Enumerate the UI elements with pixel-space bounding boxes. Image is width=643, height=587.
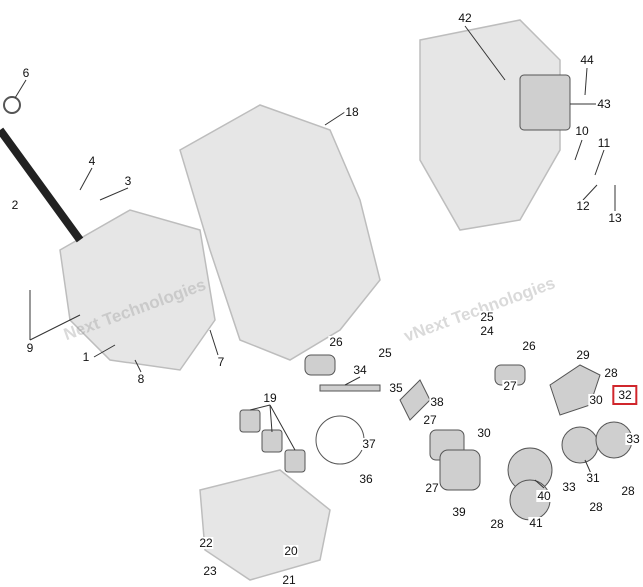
callout-27: 27	[424, 481, 440, 495]
callout-30: 30	[476, 426, 492, 440]
callout-30: 30	[588, 393, 604, 407]
callout-4: 4	[87, 154, 97, 168]
callout-41: 41	[528, 516, 544, 530]
housing-29	[549, 364, 601, 416]
callout-37: 37	[361, 437, 377, 451]
callout-39: 39	[451, 505, 467, 519]
callout-28: 28	[588, 500, 604, 514]
callout-27: 27	[502, 379, 518, 393]
callout-19: 19	[262, 391, 278, 405]
callout-28: 28	[489, 517, 505, 531]
callout-29: 29	[575, 348, 591, 362]
bush-26a	[304, 354, 336, 376]
callout-25: 25	[377, 346, 393, 360]
callout-27: 27	[422, 413, 438, 427]
callout-11: 11	[596, 136, 612, 150]
callout-1: 1	[81, 350, 91, 364]
crankcase-cover	[59, 209, 216, 371]
dipstick-2	[0, 127, 84, 243]
callout-43: 43	[596, 97, 612, 111]
callout-40: 40	[536, 489, 552, 503]
callout-38: 38	[429, 395, 445, 409]
callout-26: 26	[328, 335, 344, 349]
cylinder-head-cover	[419, 19, 561, 231]
callout-21: 21	[281, 573, 297, 587]
callout-22: 22	[198, 536, 214, 550]
callout-12: 12	[575, 199, 591, 213]
callout-10: 10	[574, 124, 590, 138]
callout-44: 44	[579, 53, 595, 67]
callout-28: 28	[603, 366, 619, 380]
callout-9: 9	[25, 341, 35, 355]
shaft-34	[319, 384, 381, 392]
callout-35: 35	[388, 381, 404, 395]
callout-20: 20	[283, 544, 299, 558]
callout-26: 26	[521, 339, 537, 353]
callout-36: 36	[358, 472, 374, 486]
callout-28: 28	[620, 484, 636, 498]
callout-32: 32	[612, 385, 638, 405]
pump-39	[439, 449, 481, 491]
callout-7: 7	[216, 355, 226, 369]
plug-19b	[261, 429, 283, 453]
callout-25: 25	[479, 310, 495, 324]
o-ring-6	[3, 96, 21, 114]
callout-2: 2	[10, 198, 20, 212]
plug-19a	[239, 409, 261, 433]
oil-pan	[199, 469, 331, 581]
seal-36	[315, 415, 365, 465]
cover-43	[519, 74, 571, 131]
callout-8: 8	[136, 372, 146, 386]
callout-24: 24	[479, 324, 495, 338]
callout-31: 31	[585, 471, 601, 485]
callout-13: 13	[607, 211, 623, 225]
callout-3: 3	[123, 174, 133, 188]
callout-33: 33	[625, 432, 641, 446]
plug-19c	[284, 449, 306, 473]
callout-6: 6	[21, 66, 31, 80]
callout-23: 23	[202, 564, 218, 578]
callout-42: 42	[457, 11, 473, 25]
callout-33: 33	[561, 480, 577, 494]
callout-34: 34	[352, 363, 368, 377]
engine-block	[179, 104, 381, 361]
gear-31	[561, 426, 599, 464]
callout-18: 18	[344, 105, 360, 119]
